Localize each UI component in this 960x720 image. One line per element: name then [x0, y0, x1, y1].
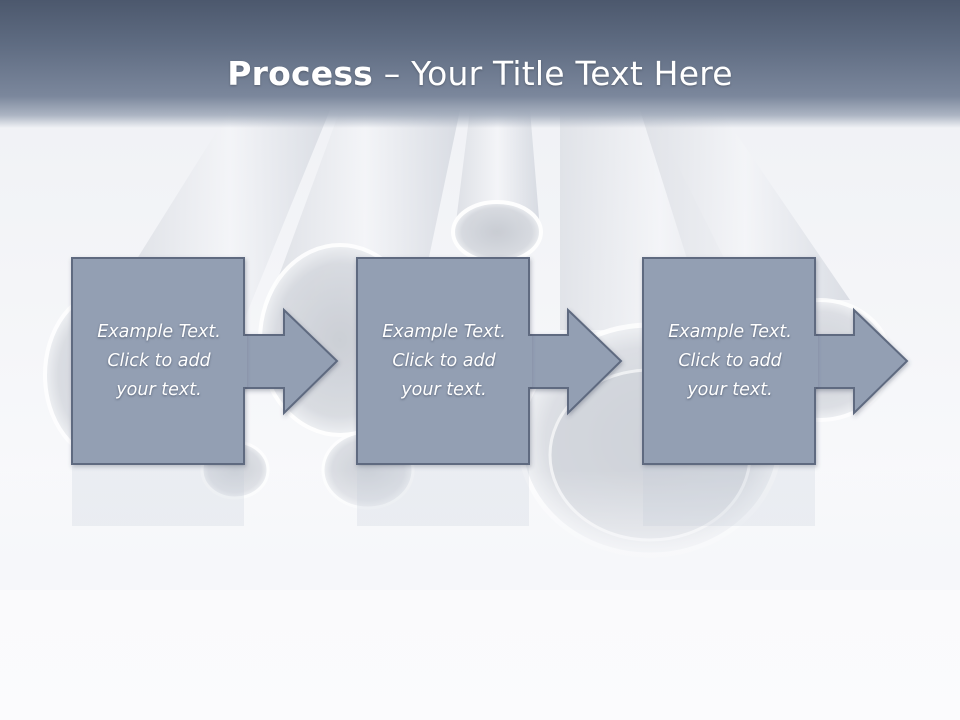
title-bold-text: Process	[227, 54, 374, 93]
arrow-right-icon	[239, 307, 339, 416]
arrow-right-icon	[523, 307, 623, 416]
step-box-2[interactable]	[356, 257, 530, 465]
step-3-text[interactable]: Example Text. Click to add your text.	[668, 321, 792, 400]
arrow-right-icon	[807, 307, 909, 416]
step-2-text[interactable]: Example Text. Click to add your text.	[382, 321, 506, 400]
slide-title[interactable]: Process – Your Title Text Here	[0, 52, 960, 96]
step-box-3[interactable]	[642, 257, 816, 465]
step-1-text[interactable]: Example Text. Click to add your text.	[97, 321, 221, 400]
title-bar	[0, 0, 960, 128]
step-box-1[interactable]	[71, 257, 245, 465]
title-rest-text: – Your Title Text Here	[373, 54, 733, 93]
